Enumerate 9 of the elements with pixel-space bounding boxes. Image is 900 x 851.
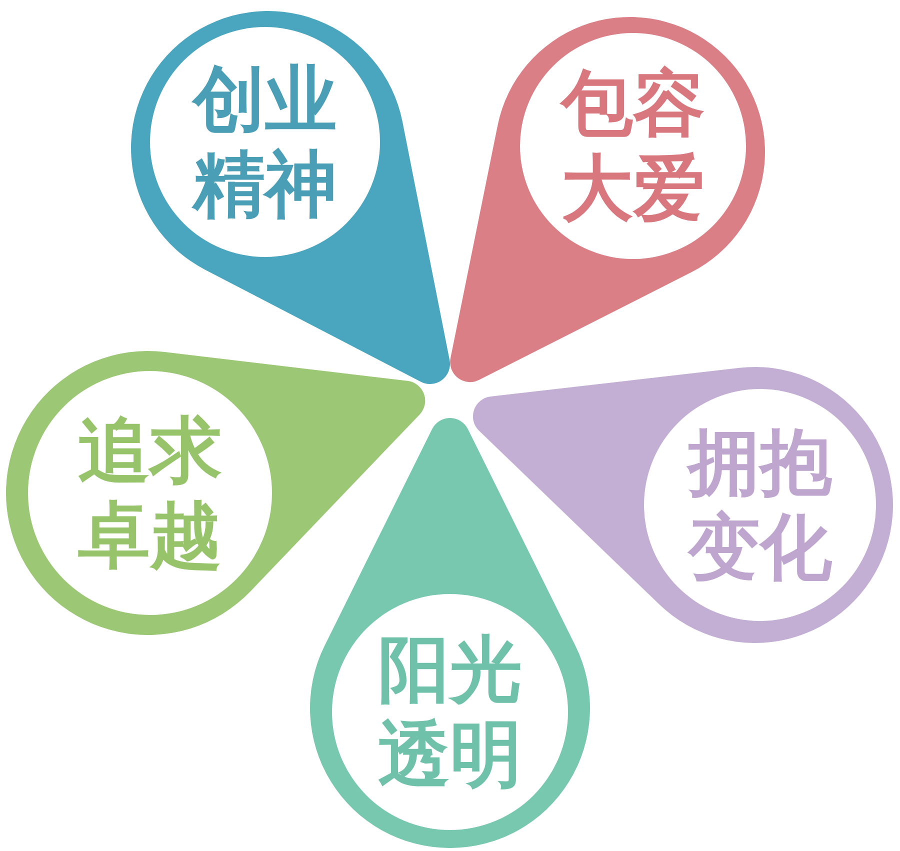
petal-label: 追求卓越 [77,408,223,578]
teardrop-petal [131,11,450,384]
petal-label: 创业精神 [191,57,338,227]
petal-label: 阳光透明 [377,627,523,797]
teardrop-petal [6,351,426,635]
teardrop-petal [450,17,765,383]
teardrop-petal [310,418,590,848]
petal-label: 包容大爱 [559,61,706,231]
petal-label: 拥抱变化 [686,420,834,590]
